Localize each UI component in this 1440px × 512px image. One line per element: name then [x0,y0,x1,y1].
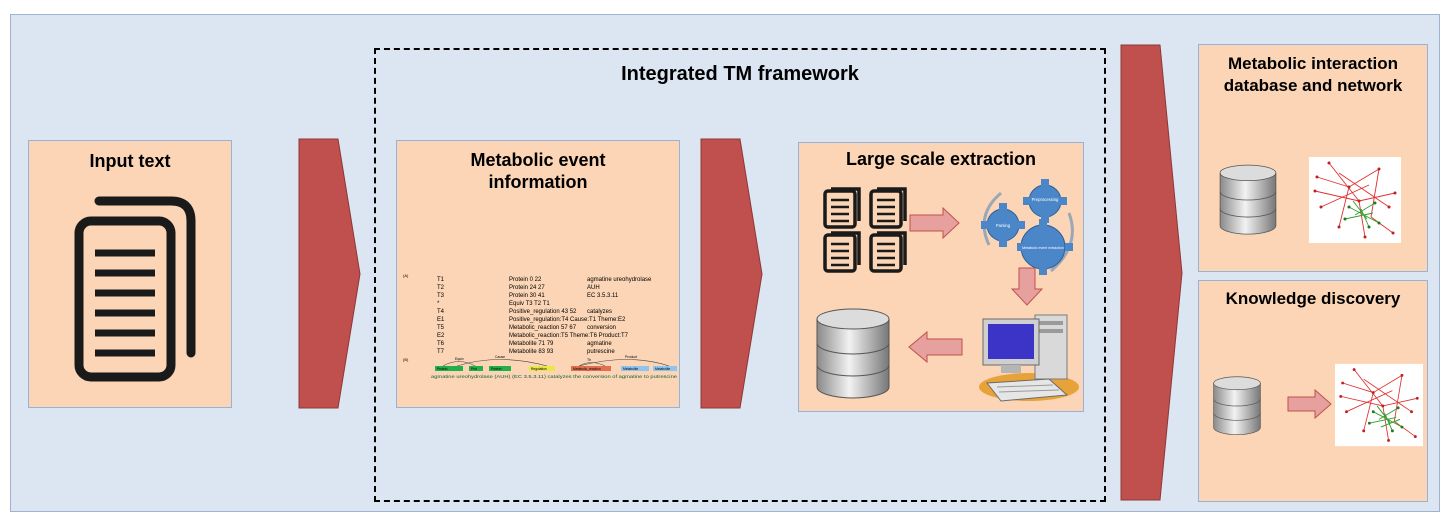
arc-product: Product [625,355,637,359]
framework-title: Integrated TM framework [621,63,859,85]
event-row-id: T3 [437,293,445,299]
metabolic-event-title: Metabolic event information [397,149,679,193]
event-row: E1 Positive_regulation:T4 Cause:T1 Theme:… [437,317,707,325]
event-row-type: Metabolite 83 93 [509,349,554,355]
database-icon [1213,376,1261,435]
metabolic-event-title-line2: information [488,172,588,192]
event-row: T7 Metabolite 83 93 putrescine [437,349,707,357]
event-row-id: T5 [437,325,445,331]
gear-label-parsing: Parsing [996,223,1011,228]
event-row-type: Metabolite 71 79 [509,341,554,347]
event-row: E2 Metabolic_reaction:T5 Theme:T6 Product… [437,333,707,341]
small-arrow-right-1 [909,207,960,239]
event-row-id: * [437,301,440,307]
event-row: T6 Metabolite 71 79 agmatine [437,341,707,349]
network-graph-icon [1309,157,1401,243]
event-row-type: Positive_regulation:T4 Cause:T1 Theme:E2 [509,317,626,323]
event-row-id: T7 [437,349,445,355]
metabolic-db-title: Metabolic interaction database and netwo… [1199,53,1427,97]
knowledge-title: Knowledge discovery [1225,289,1401,308]
event-row-type: Metabolic_reaction:T5 Theme:T6 Product:T… [509,333,628,339]
tag-metabolite-2: Metabolite [655,367,670,371]
event-row-id: E2 [437,333,445,339]
database-icon [816,308,890,399]
documents-grid-icon [823,187,907,273]
arc-equiv: Equiv [455,357,464,361]
knowledge-discovery-box: Knowledge discovery [1198,280,1428,502]
small-arrow-right-2 [1287,389,1332,419]
event-row-type: Protein 30 41 [509,293,545,299]
event-row-id: T4 [437,309,445,315]
event-row: T4 Positive_regulation 43 52 catalyzes [437,309,707,317]
event-row-text: catalyzes [587,309,613,315]
event-row-type: Metabolic_reaction 57 67 [509,325,577,331]
metabolic-db-title-line2: database and network [1223,76,1403,95]
panel-b-label: (B) [403,357,409,362]
event-row-text: AUH [587,285,600,291]
event-row: T1 Protein 0 22 agmatine ureohydrolase [437,277,707,285]
annotated-sentence: agmatine ureohydrolase (AUH) (EC 3.5.3.1… [431,374,678,379]
event-row-id: E1 [437,317,445,323]
flow-arrow-2 [700,138,763,409]
computer-icon [979,314,1079,402]
network-graph-icon [1335,363,1423,447]
tag-protein-3: Protein [491,367,502,371]
small-arrow-left [908,331,963,363]
input-text-title: Input text [89,151,171,171]
event-row-type: Positive_regulation 43 52 [509,309,577,315]
event-row-text: EC 3.5.3.11 [587,293,619,299]
flow-arrow-1 [298,138,361,409]
tag-metabolite-1: Metabolite [623,367,638,371]
event-row-text: conversion [587,325,617,331]
input-text-box: Input text [28,140,232,408]
event-row-id: T6 [437,341,445,347]
brat-annotation-visual: Equiv Cause Th Product Protein Prot Prot… [431,355,678,379]
event-row-type: Equiv T3 T2 T1 [509,301,550,307]
gear-label-preprocessing: Preprocessing [1032,197,1059,202]
event-row-text: agmatine [587,341,612,347]
small-arrow-down [1011,267,1043,306]
metabolic-db-title-line1: Metabolic interaction [1227,54,1399,73]
event-row-type: Protein 24 27 [509,285,545,291]
event-row-text: agmatine ureohydrolase [587,277,652,283]
event-row: * Equiv T3 T2 T1 [437,301,707,309]
event-row-id: T1 [437,277,445,283]
large-scale-extraction-box: Large scale extraction [798,142,1084,412]
tag-protein-2: Prot [471,367,477,371]
arc-theme: Th [587,358,591,362]
tag-protein-1: Protein [437,367,448,371]
integrated-framework-region [374,48,1106,502]
database-icon [1219,164,1277,235]
event-row-type: Protein 0 22 [509,277,542,283]
event-row: T2 Protein 24 27 AUH [437,285,707,293]
event-row: T5 Metabolic_reaction 57 67 conversion [437,325,707,333]
metabolic-database-box: Metabolic interaction database and netwo… [1198,44,1428,272]
extraction-title: Large scale extraction [845,149,1037,169]
tag-regulation: Regulation [531,367,547,371]
gear-label-event-extraction: Metabolic event extraction [1022,246,1064,250]
arc-cause: Cause [495,355,505,359]
tag-metabolic-reaction: Metabolic_reaction [573,367,601,371]
documents-icon [74,196,196,382]
event-row: T3 Protein 30 41 EC 3.5.3.11 [437,293,707,301]
panel-a-label: (A) [403,273,409,278]
flow-arrow-3 [1120,44,1183,501]
metabolic-event-title-line1: Metabolic event [470,150,606,170]
gears-icon: Preprocessing Parsing Metabolic event ex… [981,179,1074,275]
event-row-id: T2 [437,285,445,291]
event-row-text: putrescine [587,349,615,355]
